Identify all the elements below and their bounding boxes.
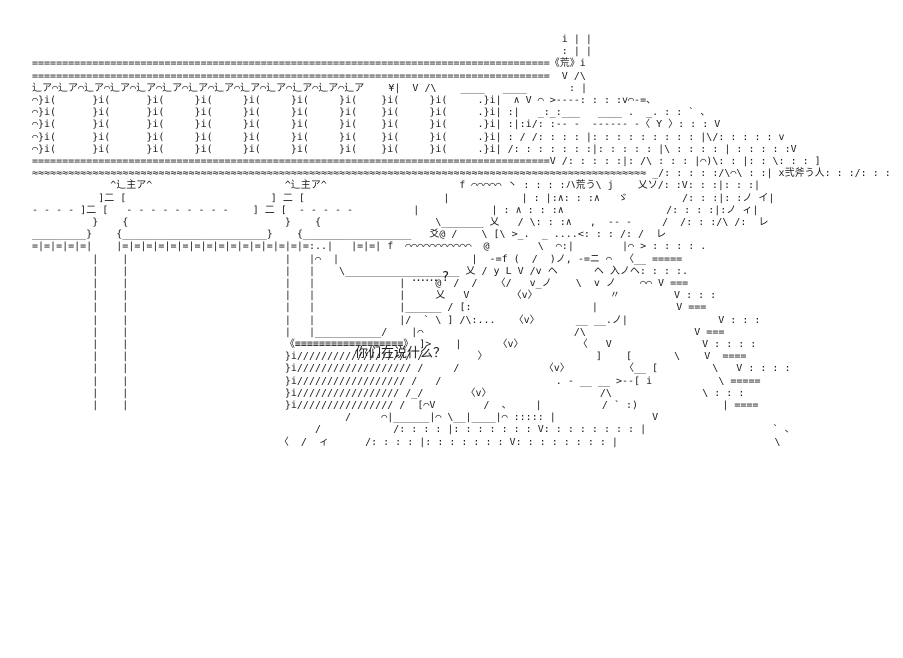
ascii-art-line: | | | | \___________________ 乂 / y L V /… [32, 265, 689, 277]
ascii-art-line: ⌒}i( }i( }i( }i( }i( }i( }i( }i( }i( .}i… [32, 119, 721, 131]
ascii-art-line: ========================================… [32, 156, 821, 167]
ascii-art-line: - - - - ]二 [ - - - - - - - - - ] 二 [ - -… [32, 204, 759, 216]
ascii-art-line: | | }i/////////////////// / / 〈v〉 〈__ [ … [32, 363, 791, 375]
ascii-art-line: | | }i////////////////// / / . - __ __ >… [32, 375, 761, 387]
ascii-art-line: ⌒}i( }i( }i( }i( }i( }i( }i( }i( }i( .}i… [32, 131, 785, 143]
ascii-art-line: ≈≈≈≈≈≈≈≈≈≈≈≈≈≈≈≈≈≈≈≈≈≈≈≈≈≈≈≈≈≈≈≈≈≈≈≈≈≈≈≈… [32, 168, 891, 180]
ascii-art-line: | | | |⌒ | | -=f ( / )ノ, -=ニ ⌒ 〈__ ===== [32, 253, 683, 265]
speech-bubble-what-are-you-talking-about: 你们在说什么？ [355, 346, 447, 361]
ascii-art-line: | | | | |/ ` \ ] /\:... 〈v〉 __ __.ノ| V :… [32, 314, 761, 326]
ascii-art-line: =|=|=|=|=| |=|=|=|=|=|=|=|=|=|=|=|=|=|=|… [32, 241, 707, 253]
speech-bubble-question: …… ? [412, 270, 450, 285]
ascii-art-line: ⌒}i( }i( }i( }i( }i( }i( }i( }i( }i( .}i… [32, 143, 797, 155]
ascii-art-line: ^辶主ア^ ^辶主ア^ f ⌒⌒⌒⌒⌒ 丶 : : : :ハ荒う\ j 乂ソ/:… [32, 180, 761, 192]
ascii-art-line: | | 《≡≡≡≡≡≡≡≡≡≡≡≡≡≡≡≡≡≡》 ]> | 〈v〉 〈 V V … [32, 339, 757, 350]
ascii-art-line: ⌒}i( }i( }i( }i( }i( }i( }i( }i( }i( .}i… [32, 95, 657, 106]
ascii-art-line: | | | | | @ / / 〈/ v_ノ \ v ノ ⌒⌒ V === [32, 278, 689, 289]
ascii-art-line: ========================================… [32, 70, 586, 82]
ascii-art-line: 〈 / ィ /: : : : |: : : : : : : V: : : : :… [32, 436, 781, 448]
ascii-art-line: | | }i//////////////// / [⌒V / 、 | / ` :… [32, 400, 759, 411]
ascii-art-line: ⌒}i( }i( }i( }i( }i( }i( }i( }i( }i( .}i… [32, 107, 711, 119]
ascii-art-line: _________} {________________________} {_… [32, 229, 667, 241]
ascii-art-line: } { } { \_______ 乂 / \: : :∧ , -- - / /:… [32, 217, 769, 228]
ascii-art-line: | | | |___________/ |⌒ /\ V === [32, 326, 725, 338]
ascii-art-line: 辶ア⌒辶ア⌒辶ア⌒辶ア⌒辶ア⌒辶ア⌒辶ア⌒辶ア⌒辶ア⌒辶ア⌒辶ア⌒辶ア⌒辶ア ¥… [32, 82, 588, 94]
ascii-art-line: | | }i/////////////////// / 〉 ] [ \ V ==… [32, 351, 747, 363]
ascii-art-line: | | | | | 乂 V 〈v〉 〃 V : : : [32, 290, 717, 302]
ascii-art-line: : | | [32, 46, 592, 58]
ascii-art-line: i | | [32, 34, 592, 45]
ascii-art-line: ]二 [ ] 二 [ | | : |:∧: : :∧ ゞ /: : :|: :ノ… [32, 192, 775, 204]
ascii-art-line: | | }i///////////////// /_/ 〈v〉 /\ \ : :… [32, 387, 745, 399]
ascii-art-line: / ⌒|______|⌒ \__|____|⌒ ::::: | V [32, 412, 659, 424]
ascii-art-line: ========================================… [32, 58, 586, 70]
ascii-art-line: | | | | |______ / [: | V === [32, 302, 707, 314]
ascii-art-line: / /: : : : |: : : : : : : V: : : : : : :… [32, 424, 795, 436]
